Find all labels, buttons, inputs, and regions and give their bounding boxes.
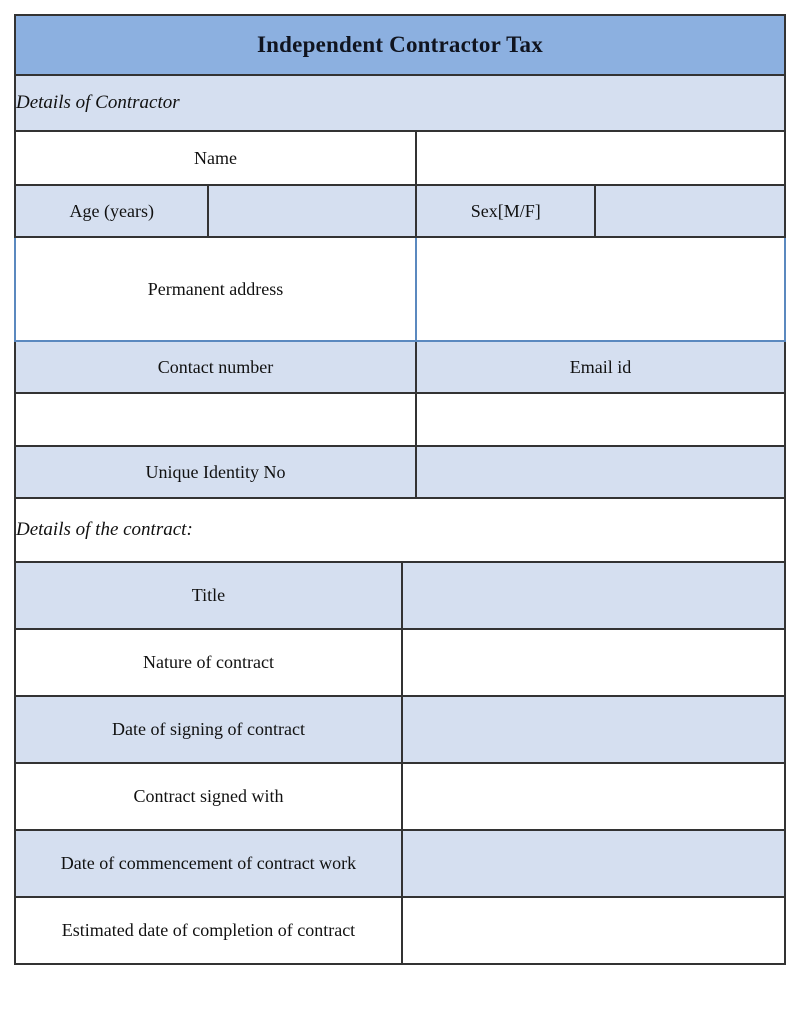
contract-completion-date-input-cell[interactable] [400, 896, 787, 965]
form-title-cell: Independent Contractor Tax [14, 14, 786, 76]
contract-completion-date-label-cell: Estimated date of completion of contract [14, 896, 403, 965]
contractor-section-heading-cell: Details of Contractor [14, 74, 786, 132]
contract-nature-label-cell: Nature of contract [14, 628, 403, 697]
table-row: Title [14, 561, 787, 630]
contract-row-label: Estimated date of completion of contract [61, 920, 356, 940]
contact-email-label-row: Contact number Email id [14, 340, 786, 394]
contractor-section-row: Details of Contractor [14, 74, 786, 132]
contract-signing-date-label-cell: Date of signing of contract [14, 695, 403, 764]
name-input-cell[interactable] [415, 130, 786, 186]
email-id-label-cell: Email id [415, 340, 786, 394]
contract-title-input-cell[interactable] [400, 561, 787, 630]
contract-signed-with-input-cell[interactable] [400, 762, 787, 831]
contract-signing-date-input-cell[interactable] [400, 695, 787, 764]
email-id-input-cell[interactable] [415, 392, 786, 447]
contact-number-label-cell: Contact number [14, 340, 417, 394]
table-row: Date of signing of contract [14, 695, 787, 764]
contractor-section-heading: Details of Contractor [16, 92, 180, 113]
age-label: Age (years) [69, 200, 154, 221]
age-sex-row: Age (years) Sex[M/F] [13, 184, 786, 238]
contractor-tax-form: Independent Contractor Tax Details of Co… [13, 14, 787, 965]
page-title: Independent Contractor Tax [257, 32, 543, 57]
table-row: Estimated date of completion of contract [14, 896, 787, 965]
permanent-address-row: Permanent address [14, 236, 786, 342]
contract-signed-with-label-cell: Contract signed with [14, 762, 403, 831]
form-title-row: Independent Contractor Tax [14, 14, 786, 76]
table-row: Contract signed with [14, 762, 787, 831]
unique-identity-input-cell[interactable] [415, 445, 786, 499]
sex-input-cell[interactable] [594, 184, 786, 238]
contract-row-label: Date of commencement of contract work [60, 853, 357, 873]
contract-row-label: Date of signing of contract [112, 719, 305, 739]
contact-number-input-cell[interactable] [14, 392, 417, 447]
age-input-cell[interactable] [207, 184, 417, 238]
contact-number-label: Contact number [157, 356, 274, 377]
contract-row-label: Title [191, 585, 226, 605]
contact-email-input-row [14, 392, 786, 447]
permanent-address-label: Permanent address [147, 278, 284, 299]
sex-label-cell: Sex[M/F] [414, 184, 597, 238]
contract-commencement-date-input-cell[interactable] [400, 829, 787, 898]
name-label-cell: Name [14, 130, 417, 186]
contract-title-label-cell: Title [14, 561, 403, 630]
table-row: Nature of contract [14, 628, 787, 697]
unique-identity-label-cell: Unique Identity No [14, 445, 417, 499]
permanent-address-input-cell[interactable] [415, 236, 786, 342]
contract-row-label: Contract signed with [133, 786, 284, 806]
unique-identity-row: Unique Identity No [14, 445, 786, 499]
contract-commencement-date-label-cell: Date of commencement of contract work [14, 829, 403, 898]
permanent-address-label-cell: Permanent address [14, 236, 417, 342]
name-row: Name [14, 130, 786, 186]
contract-section-heading-cell: Details of the contract: [14, 497, 786, 563]
sex-label: Sex[M/F] [470, 200, 541, 221]
contract-row-label: Nature of contract [143, 652, 274, 672]
name-label: Name [194, 147, 237, 168]
contract-section-row: Details of the contract: [14, 497, 786, 563]
unique-identity-label: Unique Identity No [145, 461, 286, 482]
email-id-label: Email id [569, 356, 632, 377]
contract-section-heading: Details of the contract: [16, 519, 193, 540]
age-label-cell: Age (years) [13, 184, 210, 238]
table-row: Date of commencement of contract work [14, 829, 787, 898]
contract-nature-input-cell[interactable] [400, 628, 787, 697]
